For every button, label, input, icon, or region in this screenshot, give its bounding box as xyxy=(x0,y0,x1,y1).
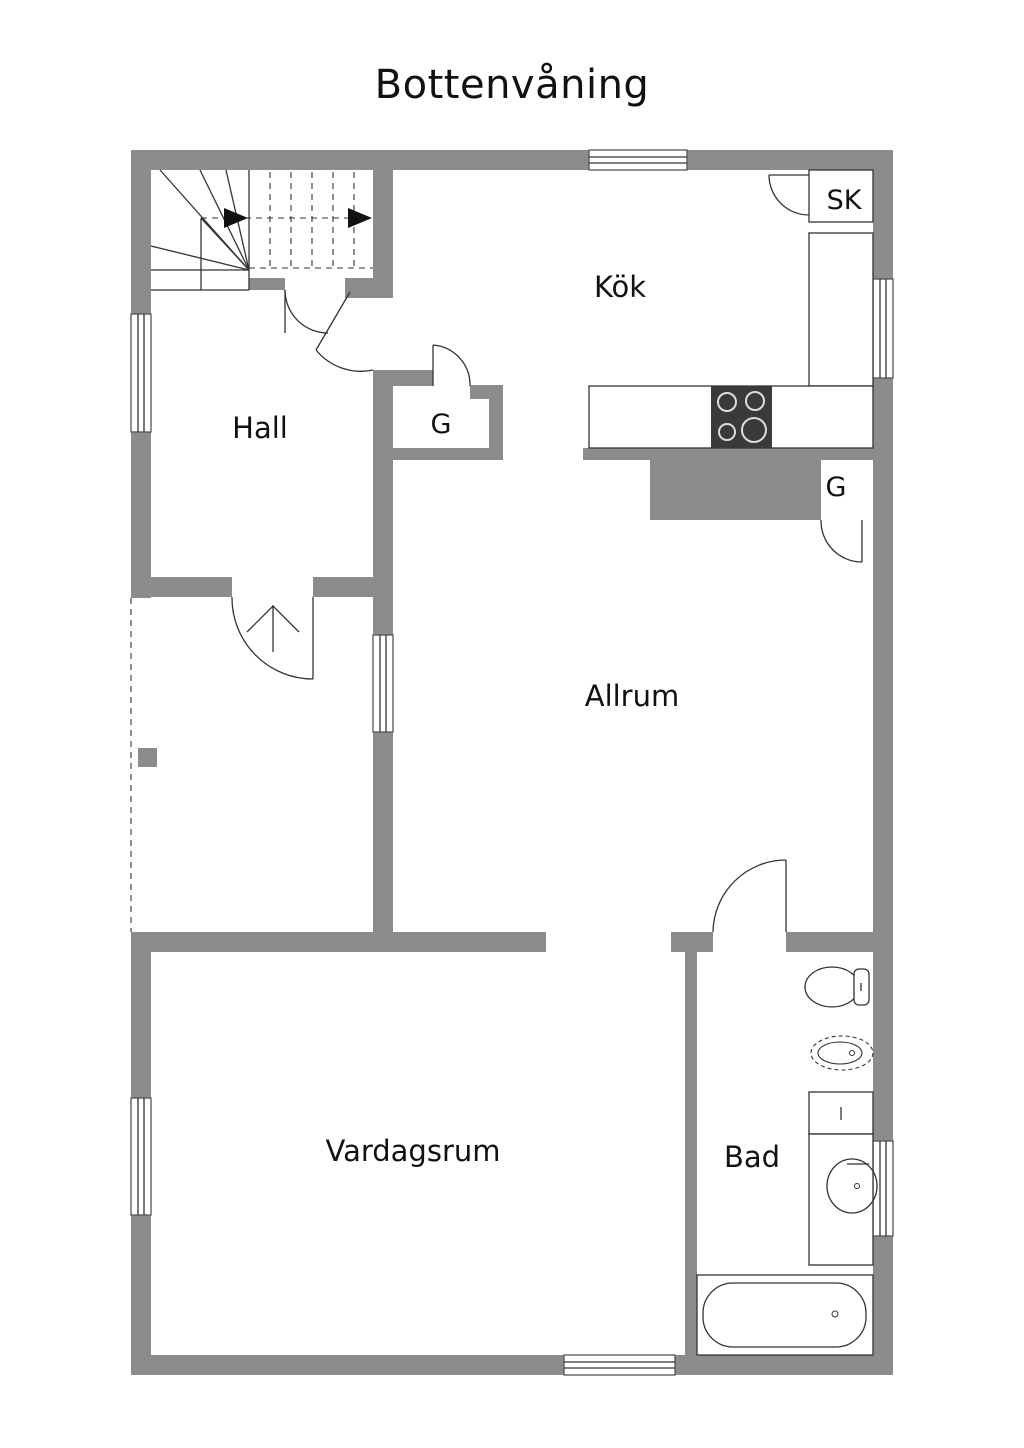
doors xyxy=(231,174,863,933)
vardagsrum-top-wall xyxy=(131,932,546,952)
stair-bottom-wall-right xyxy=(345,278,393,298)
bad-top-wall-right xyxy=(786,932,893,952)
closet-g-hall-top-wall-right xyxy=(470,385,493,399)
room-label-hall: Hall xyxy=(232,411,288,445)
room-label-allrum: Allrum xyxy=(585,679,680,713)
closet-label-sk: SK xyxy=(827,185,863,216)
plan-title: Bottenvåning xyxy=(374,62,650,108)
closet-g-hall-bottom-wall xyxy=(373,448,503,460)
kitchen-fixtures xyxy=(588,169,874,449)
walls xyxy=(131,150,893,1375)
washing-machine xyxy=(808,1091,874,1135)
hall-right-wall xyxy=(373,370,393,597)
window-left-vardagsrum xyxy=(130,1097,152,1216)
door-closet-sk xyxy=(768,174,810,216)
hall-bottom-wall-left xyxy=(131,577,232,597)
door-entrance xyxy=(231,596,314,680)
stair-bottom-wall-left xyxy=(249,278,285,290)
room-label-kok: Kök xyxy=(594,270,646,304)
room-label-vardagsrum: Vardagsrum xyxy=(325,1134,500,1168)
sink-cabinet xyxy=(808,1133,878,1266)
window-interior-allrum xyxy=(372,634,394,733)
bathroom-fixtures xyxy=(696,966,878,1356)
closet-sk xyxy=(808,169,874,223)
closet-label-g-hall: G xyxy=(431,409,452,440)
window-top xyxy=(588,149,688,171)
toilet xyxy=(804,966,870,1008)
door-closet-g-hall xyxy=(432,344,471,387)
window-left-hall xyxy=(130,313,152,433)
fridge-column xyxy=(808,232,874,387)
door-closet-g-kitchen xyxy=(820,519,863,563)
bathtub xyxy=(696,1274,874,1356)
door-hall-kitchen xyxy=(315,291,374,372)
kitchen-island-block xyxy=(650,448,811,520)
bad-left-wall xyxy=(685,932,697,1375)
closet-g-hall-top-wall xyxy=(373,370,433,386)
outer-wall-right xyxy=(873,150,893,1375)
room-label-bad: Bad xyxy=(724,1140,780,1174)
closet-g-kitchen-left-wall xyxy=(809,458,821,520)
outer-wall-bottom xyxy=(131,1355,893,1375)
stair-arrow-icon xyxy=(224,208,248,228)
stove xyxy=(711,386,772,448)
bidet xyxy=(810,1035,874,1071)
closet-label-g-kitchen: G xyxy=(826,472,847,503)
windows xyxy=(130,149,894,1376)
door-bad xyxy=(712,859,787,933)
porch xyxy=(130,598,157,932)
staircase xyxy=(150,169,373,291)
window-right-bad xyxy=(872,1140,894,1237)
window-bottom xyxy=(563,1354,676,1376)
closet-g-hall-right-wall xyxy=(489,385,503,458)
door-stair xyxy=(284,289,329,334)
labels: Kök Hall Allrum Vardagsrum Bad SK G G xyxy=(232,185,863,1174)
stair-right-wall xyxy=(373,170,393,298)
window-right-kitchen xyxy=(872,278,894,379)
stair-arrow-icon xyxy=(348,208,372,228)
porch-post xyxy=(138,748,157,767)
outer-wall-top xyxy=(131,150,893,170)
